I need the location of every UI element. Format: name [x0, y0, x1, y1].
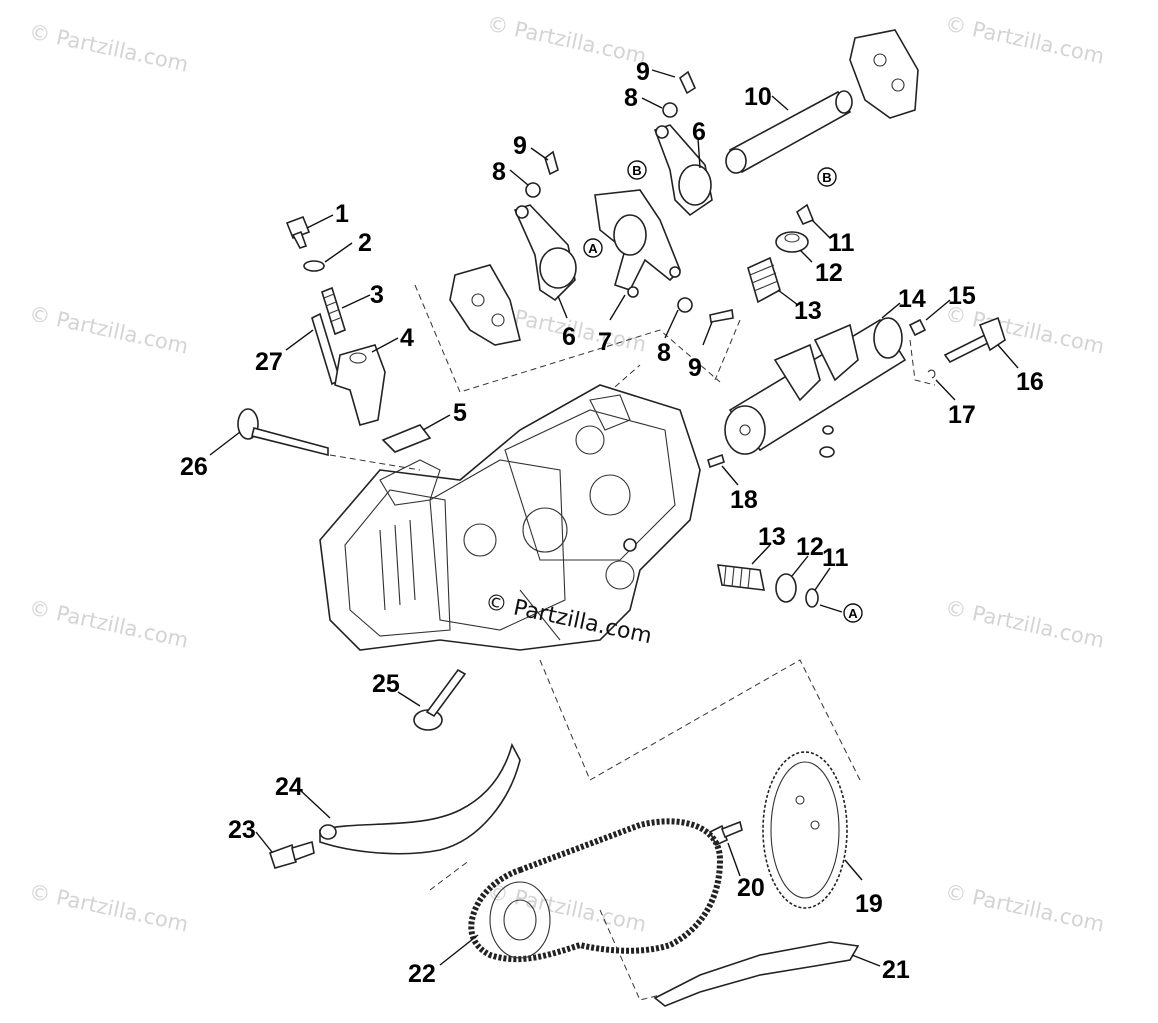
- callout-4: 4: [400, 324, 414, 352]
- callout-8: 8: [492, 158, 506, 186]
- guide-bolt: [268, 840, 315, 869]
- gasket: [381, 424, 432, 453]
- chain-guide: [319, 742, 521, 855]
- callout-6: 6: [562, 323, 576, 351]
- assembly-lines: [329, 284, 936, 1001]
- adjusters: [525, 70, 734, 323]
- watermark: © Partzilla.com: [27, 301, 191, 358]
- callout-24: 24: [275, 773, 303, 801]
- sprocket-bolt: [708, 820, 743, 847]
- rocker-arm-7: [594, 189, 681, 298]
- callout-23: 23: [228, 816, 256, 844]
- callout-11: 11: [828, 229, 855, 257]
- marker-b: B: [632, 163, 641, 178]
- callout-14: 14: [898, 285, 926, 313]
- callout-16: 16: [1016, 368, 1044, 396]
- intake-valve: [413, 668, 467, 731]
- camshaft: [724, 317, 907, 458]
- watermark: © Partzilla.com: [27, 879, 191, 936]
- watermark: © Partzilla.com: [943, 595, 1107, 652]
- leader-lines: [209, 69, 1019, 967]
- cam-sprocket: [762, 751, 848, 909]
- callout-13: 13: [758, 523, 786, 551]
- callout-25: 25: [372, 670, 400, 698]
- rocker-arm-upper: [653, 124, 713, 217]
- callout-17: 17: [948, 401, 976, 429]
- callout-11: 11: [822, 544, 849, 572]
- marker-a: A: [848, 606, 858, 621]
- watermark: © Partzilla.com: [27, 19, 191, 76]
- callout-10: 10: [744, 83, 772, 111]
- callout-9: 9: [636, 58, 650, 86]
- watermark: © Partzilla.com: [485, 879, 649, 936]
- camshaft-end-parts: [908, 316, 1006, 379]
- marker-b: B: [822, 170, 831, 185]
- valve-keepers-top: [775, 203, 815, 253]
- callout-5: 5: [453, 399, 467, 427]
- marker-a: A: [588, 241, 598, 256]
- exhaust-valve: [237, 408, 329, 457]
- callout-7: 7: [598, 328, 612, 356]
- watermark: © Partzilla.com: [27, 595, 191, 652]
- callout-9: 9: [688, 354, 702, 382]
- callout-labels: 1 2 3 4 5 6 6 7 8 8 8 9 9 9 10 11 11 12 …: [180, 58, 1044, 988]
- callout-1: 1: [335, 200, 349, 228]
- callout-15: 15: [948, 282, 976, 310]
- callout-8: 8: [624, 84, 638, 112]
- rocker-support-right: [849, 29, 919, 119]
- callout-21: 21: [882, 956, 910, 984]
- timing-chain: [468, 818, 724, 963]
- callout-18: 18: [730, 486, 758, 514]
- callout-3: 3: [370, 281, 384, 309]
- chain-guide-lower: [653, 941, 860, 1007]
- callout-19: 19: [855, 890, 883, 918]
- callout-6: 6: [692, 118, 706, 146]
- callout-2: 2: [358, 229, 372, 257]
- valve-spring-lower: [716, 564, 843, 613]
- tensioner-assembly: [285, 215, 386, 426]
- watermark: © Partzilla.com: [943, 11, 1107, 68]
- callout-8: 8: [657, 339, 671, 367]
- callout-26: 26: [180, 453, 208, 481]
- callout-22: 22: [408, 960, 436, 988]
- callout-12: 12: [796, 533, 824, 561]
- rocker-shaft: [725, 90, 853, 174]
- callout-20: 20: [737, 874, 765, 902]
- circle-markers: B A B A: [583, 160, 863, 623]
- watermark: © Partzilla.com: [943, 879, 1107, 936]
- watermark: © Partzilla.com: [485, 11, 649, 68]
- callout-9: 9: [513, 132, 527, 160]
- dowel-pin: [707, 453, 725, 469]
- cylinder-head: [319, 384, 701, 651]
- callout-12: 12: [815, 259, 843, 287]
- callout-13: 13: [794, 297, 822, 325]
- callout-27: 27: [255, 348, 283, 376]
- rocker-arm-lower: [513, 204, 577, 302]
- valve-spring-top: [747, 256, 781, 304]
- rocker-support-left: [449, 264, 521, 346]
